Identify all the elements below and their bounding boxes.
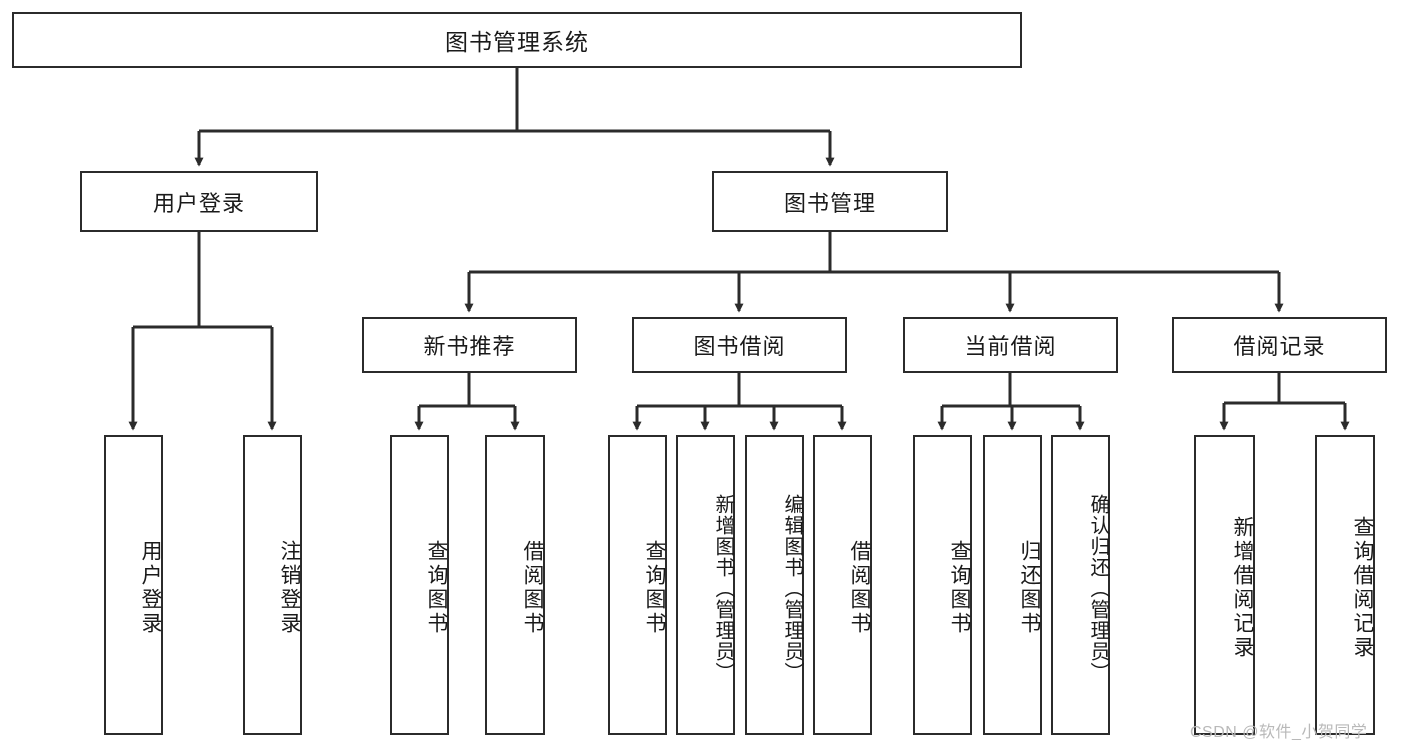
leaf-label: 查询图书 — [948, 540, 971, 636]
node-root-label: 图书管理系统 — [445, 29, 589, 55]
leaf-query-book-nbr[interactable]: 查询图书 — [390, 435, 449, 735]
leaf-add-borrow-record[interactable]: 新增借阅记录 — [1194, 435, 1255, 735]
leaf-borrow-book-bb[interactable]: 借阅图书 — [813, 435, 872, 735]
node-book-borrow[interactable]: 图书借阅 — [632, 317, 847, 373]
leaf-borrow-book-nbr[interactable]: 借阅图书 — [485, 435, 545, 735]
leaf-label: 编辑图书（管理员） — [781, 493, 803, 683]
node-new-book-recommend-label: 新书推荐 — [423, 334, 516, 359]
node-borrow-record[interactable]: 借阅记录 — [1172, 317, 1387, 373]
node-new-book-recommend[interactable]: 新书推荐 — [362, 317, 577, 373]
node-borrow-record-label: 借阅记录 — [1233, 334, 1326, 359]
node-book-borrow-label: 图书借阅 — [693, 334, 786, 359]
leaf-label: 借阅图书 — [521, 540, 544, 636]
leaf-label: 确认归还（管理员） — [1087, 493, 1109, 683]
leaf-logout[interactable]: 注销登录 — [243, 435, 302, 735]
leaf-return-book[interactable]: 归还图书 — [983, 435, 1042, 735]
leaf-label: 查询借阅记录 — [1351, 516, 1374, 660]
leaf-label: 查询图书 — [643, 540, 666, 636]
leaf-label: 新增图书（管理员） — [712, 493, 734, 683]
leaf-query-book-cb[interactable]: 查询图书 — [913, 435, 972, 735]
node-current-borrow[interactable]: 当前借阅 — [903, 317, 1118, 373]
leaf-label: 新增借阅记录 — [1231, 516, 1254, 660]
leaf-label: 查询图书 — [425, 540, 448, 636]
leaf-label: 归还图书 — [1018, 540, 1041, 636]
node-root[interactable]: 图书管理系统 — [12, 12, 1022, 68]
leaf-add-book-admin[interactable]: 新增图书（管理员） — [676, 435, 735, 735]
leaf-label: 用户登录 — [139, 540, 162, 636]
node-user-login[interactable]: 用户登录 — [80, 171, 318, 232]
leaf-edit-book-admin[interactable]: 编辑图书（管理员） — [745, 435, 804, 735]
leaf-query-book-bb[interactable]: 查询图书 — [608, 435, 667, 735]
node-user-login-label: 用户登录 — [152, 190, 245, 216]
leaf-user-login[interactable]: 用户登录 — [104, 435, 163, 735]
node-book-management[interactable]: 图书管理 — [712, 171, 948, 232]
leaf-label: 注销登录 — [278, 540, 301, 636]
node-book-management-label: 图书管理 — [783, 190, 876, 216]
leaf-query-borrow-record[interactable]: 查询借阅记录 — [1315, 435, 1375, 735]
watermark-csdn: CSDN @软件_小贺同学 — [1190, 724, 1368, 741]
leaf-label: 借阅图书 — [848, 540, 871, 636]
node-current-borrow-label: 当前借阅 — [964, 334, 1057, 359]
leaf-confirm-return-admin[interactable]: 确认归还（管理员） — [1051, 435, 1110, 735]
